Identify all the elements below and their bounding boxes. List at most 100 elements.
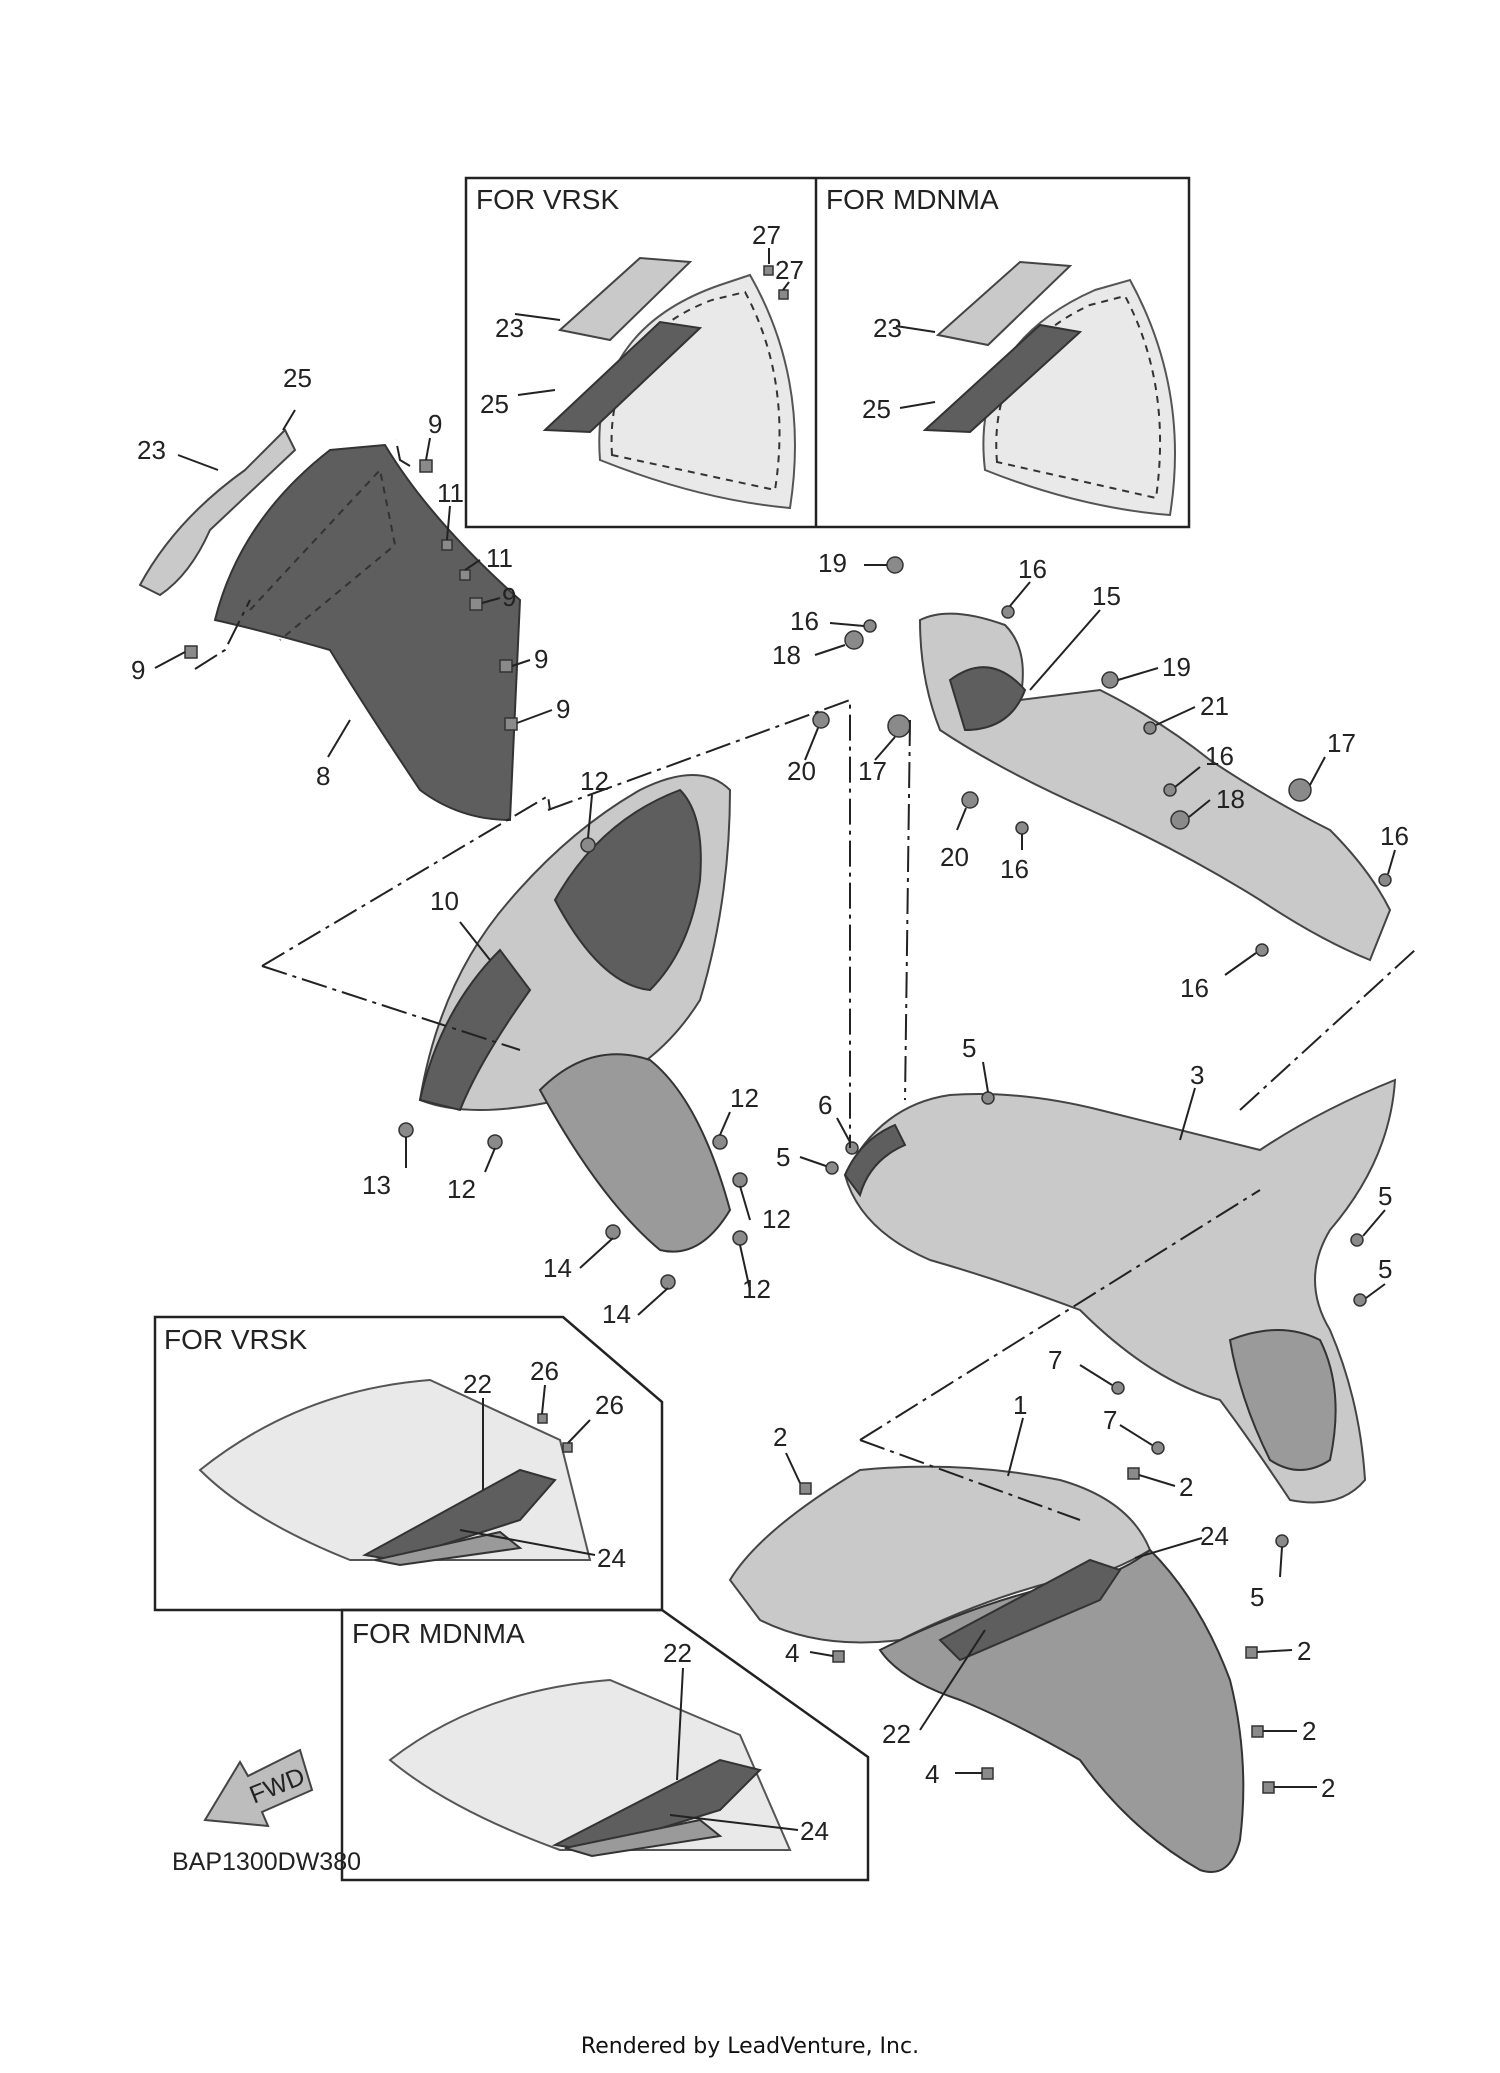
chain-line-17-3 [904, 719, 911, 1101]
part-8-inner-panel [138, 428, 522, 822]
callout-25-inset-mdnma: 25 [862, 394, 891, 424]
part-8-body [213, 443, 522, 822]
leader-9a [425, 437, 431, 461]
callout-17b: 17 [1327, 728, 1356, 758]
chain-line-1-upper [859, 1439, 1081, 1521]
callout-23-inset-mdnma: 23 [873, 313, 902, 343]
leader-11a [446, 505, 451, 541]
part-10-duct [398, 774, 748, 1290]
chain-line-9-left [194, 599, 251, 670]
fastener-17a [887, 714, 911, 738]
fastener-19a [886, 556, 904, 574]
inset-vrsk-decal-25 [542, 320, 703, 434]
fastener-5a [981, 1091, 995, 1105]
leader-24 [1134, 1537, 1203, 1559]
callout-24-inset-mdnma: 24 [800, 1816, 829, 1846]
leader-19b [1117, 667, 1159, 681]
callout-5a: 5 [962, 1033, 976, 1063]
inset-bottom-mdnma-decal-24 [564, 1818, 723, 1858]
fastener-12c [487, 1134, 503, 1150]
inset-bottom-right-frame [340, 1608, 870, 1882]
leader-9d [516, 709, 553, 724]
fastener-5c [1350, 1233, 1364, 1247]
inset-top-left-title: FOR VRSK [476, 184, 619, 215]
part-3-front-cowl [825, 1078, 1397, 1548]
callout-11a: 11 [437, 478, 464, 508]
leader-20b [956, 807, 967, 831]
assembly-lines [194, 439, 1416, 1521]
callout-26a: 26 [530, 1356, 559, 1386]
part-1-side-cowl [728, 1465, 1275, 1873]
inset-bottom-vrsk-fastener-26a [537, 1413, 548, 1424]
callout-5c: 5 [1378, 1181, 1392, 1211]
fastener-9b [469, 597, 483, 611]
leader-2b [1138, 1474, 1176, 1487]
callout-23-inset-vrsk: 23 [495, 313, 524, 343]
footer-credit: Rendered by LeadVenture, Inc. [581, 2034, 919, 2059]
part-15-under-cover [812, 556, 1392, 962]
leader-25 [282, 409, 296, 431]
callout-20b: 20 [940, 842, 969, 872]
callout-17a: 17 [858, 756, 887, 786]
callout-16a: 16 [1018, 554, 1047, 584]
fastener-2b [1127, 1467, 1140, 1480]
leader-7b [1119, 1424, 1153, 1446]
callout-27b: 27 [775, 255, 804, 285]
callout-5b: 5 [776, 1142, 790, 1172]
diagram-code: BAP1300DW380 [172, 1848, 361, 1876]
fastener-20b [961, 791, 979, 809]
leader-15 [1029, 609, 1101, 691]
leader-4a [809, 1651, 834, 1657]
part-23-decal [138, 428, 297, 597]
part-22-decal [938, 1558, 1122, 1662]
callout-20a: 20 [787, 756, 816, 786]
leader-17b [1309, 756, 1326, 786]
inset-vrsk-decal-23 [557, 256, 693, 342]
callout-25: 25 [283, 363, 312, 393]
callout-6: 6 [818, 1090, 832, 1120]
inset-bottom-left-title: FOR VRSK [164, 1324, 307, 1355]
leader-9c [511, 659, 531, 667]
fastener-13 [398, 1122, 414, 1138]
leader-16c [1174, 766, 1201, 788]
leader-22-inset-mdnma [676, 1667, 684, 1781]
fastener-7b [1151, 1441, 1165, 1455]
leader-25-inset-mdnma [899, 401, 936, 409]
callout-5e: 5 [1250, 1582, 1264, 1612]
inset-bottom: FOR VRSK FOR MDNMA [153, 1315, 870, 1882]
leader-16e [1387, 849, 1396, 875]
callout-22: 22 [882, 1719, 911, 1749]
part-15-body [918, 612, 1392, 962]
inset-mdnma-decal-25 [922, 323, 1083, 434]
leader-7a [1079, 1364, 1113, 1386]
fastener-12b [712, 1134, 728, 1150]
inset-vrsk-fastener-27a [763, 265, 774, 276]
fastener-17b [1288, 778, 1312, 802]
chain-line-3-1 [859, 1189, 1261, 1441]
leader-9e [154, 651, 186, 669]
leader-2a [785, 1452, 801, 1484]
chain-line-9-top [395, 439, 411, 467]
callout-12c: 12 [447, 1174, 476, 1204]
callout-4a: 4 [785, 1638, 799, 1668]
part-8-outline [249, 467, 397, 641]
leader-14a [579, 1237, 614, 1269]
leader-23-inset-mdnma [895, 325, 936, 333]
leader-26a [541, 1384, 546, 1415]
leader-18b [1188, 799, 1211, 818]
callout-4b: 4 [925, 1759, 939, 1789]
fastener-16b [863, 619, 877, 633]
callout-2c: 2 [1297, 1636, 1311, 1666]
fastener-14b [660, 1274, 676, 1290]
callout-11b: 11 [486, 543, 513, 573]
callout-15: 15 [1092, 581, 1121, 611]
part-10-side-face [418, 948, 532, 1112]
fastener-2a [799, 1482, 812, 1495]
callout-2d: 2 [1302, 1716, 1316, 1746]
fastener-18a [844, 630, 864, 650]
inset-top: FOR VRSK FOR MDNMA [464, 176, 1191, 529]
fastener-14a [605, 1224, 621, 1240]
callout-18b: 18 [1216, 784, 1245, 814]
leader-16f [1224, 952, 1257, 976]
